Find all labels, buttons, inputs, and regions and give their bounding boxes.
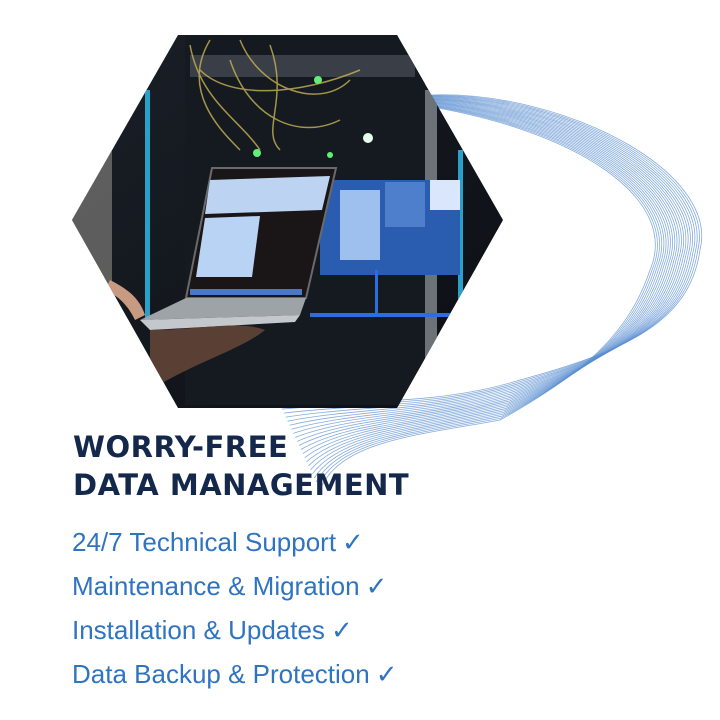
wave-line (295, 98, 684, 438)
server-room-photo (72, 35, 503, 408)
heading-line-1: WORRY-FREE (73, 430, 289, 464)
feature-label: Data Backup & Protection (72, 659, 370, 689)
wave-lines-decoration (279, 94, 703, 491)
wave-line (298, 99, 680, 446)
checkmark-icon: ✓ (365, 571, 388, 601)
feature-list: 24/7 Technical Support✓ Maintenance & Mi… (72, 524, 398, 700)
wave-line (312, 102, 665, 475)
feature-item: Installation & Updates✓ (72, 612, 398, 656)
feature-item: Maintenance & Migration✓ (72, 568, 398, 612)
wave-line (293, 97, 687, 434)
checkmark-icon: ✓ (342, 527, 364, 557)
heading-line-2: DATA MANAGEMENT (73, 468, 410, 502)
wave-line (315, 103, 660, 483)
feature-label: Installation & Updates (72, 615, 325, 645)
wave-line (304, 100, 673, 458)
wave-line (317, 104, 658, 487)
feature-label: Maintenance & Migration (72, 571, 360, 601)
wave-line (287, 96, 693, 422)
wave-line (306, 101, 671, 462)
wave-line (302, 100, 676, 454)
feature-item: 24/7 Technical Support✓ (72, 524, 398, 568)
wave-line (313, 103, 663, 479)
wave-line (285, 96, 696, 418)
page-heading: WORRY-FREE DATA MANAGEMENT (73, 428, 409, 504)
wave-line (289, 96, 691, 426)
wave-line (310, 102, 667, 471)
feature-item: Data Backup & Protection✓ (72, 656, 398, 700)
wave-line (283, 95, 698, 414)
wave-line (281, 95, 700, 410)
checkmark-icon: ✓ (375, 659, 398, 689)
wave-line (291, 97, 689, 430)
wave-line (308, 101, 669, 466)
wave-line (279, 94, 703, 406)
feature-label: 24/7 Technical Support (72, 527, 337, 557)
wave-line (300, 99, 678, 450)
checkmark-icon: ✓ (330, 615, 353, 645)
wave-line (319, 104, 656, 491)
wave-line (296, 98, 682, 442)
